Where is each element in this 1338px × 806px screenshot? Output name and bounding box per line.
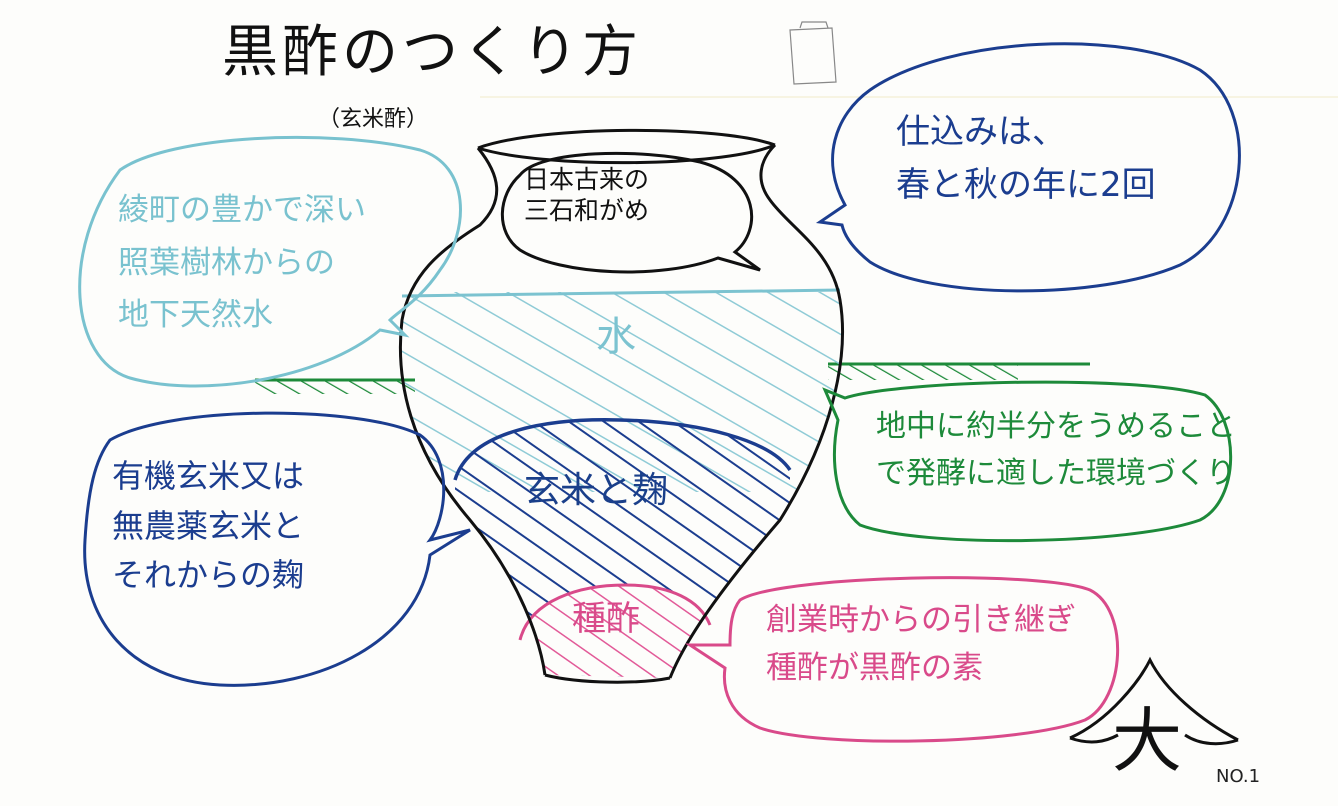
water-label: 水	[596, 314, 636, 360]
rice-line1: 有機玄米又は	[112, 457, 305, 495]
jar-label-bubble	[500, 151, 761, 274]
seed-text: 創業時からの引き継ぎ 種酢が黒酢の素	[766, 596, 1076, 692]
water-source-line2: 照葉樹林からの	[118, 244, 335, 281]
page-title: 黒酢のつくり方	[222, 20, 642, 85]
season-line2: 春と秋の年に2回	[896, 164, 1156, 205]
seed-line1: 創業時からの引き継ぎ	[766, 602, 1076, 638]
page-subtitle: （玄米酢）	[318, 107, 429, 132]
seed-bubble	[684, 576, 1119, 743]
jar-label: 日本古来の 三石和がめ	[524, 164, 649, 227]
rice-koji-label: 玄米と麹	[524, 470, 669, 511]
ground-line	[255, 362, 1090, 394]
rice-line3: それからの麹	[112, 556, 305, 595]
ground-line1: 地中に約半分をうめること	[876, 409, 1236, 444]
stamp-character: 大	[1112, 700, 1182, 782]
rice-text: 有機玄米又は 無農薬玄米と それからの麹	[112, 452, 304, 601]
water-source-bubble	[78, 135, 462, 388]
jar-outline	[398, 128, 844, 684]
water-surface-line	[401, 288, 841, 298]
rice-bubble	[83, 411, 471, 687]
water-source-text: 綾町の豊かで深い 照葉樹林からの 地下天然水	[118, 184, 366, 342]
season-text: 仕込みは、 春と秋の年に2回	[896, 106, 1156, 211]
rice-line2: 無農薬玄米と	[112, 506, 305, 545]
season-line1: 仕込みは、	[896, 112, 1066, 152]
jar-label-line2: 三石和がめ	[524, 196, 650, 226]
seed-line2: 種酢が黒酢の素	[766, 650, 983, 687]
season-bubble	[815, 42, 1241, 293]
ground-text: 地中に約半分をうめること で発酵に適した環境づくり	[876, 404, 1236, 497]
ground-line2: で発酵に適した環境づくり	[876, 455, 1236, 491]
jar-label-line1: 日本古来の	[524, 165, 650, 194]
seed-vinegar-label: 種酢	[572, 599, 640, 639]
seed-layer-outline	[518, 583, 712, 641]
small-jar-sketch	[789, 21, 837, 85]
water-source-line3: 地下天然水	[118, 297, 273, 334]
roof-stamp	[1069, 656, 1239, 746]
water-source-line1: 綾町の豊かで深い	[118, 192, 366, 228]
page-number: NO.1	[1216, 766, 1261, 787]
ground-bubble	[822, 380, 1233, 543]
rice-layer-outline	[453, 418, 792, 481]
